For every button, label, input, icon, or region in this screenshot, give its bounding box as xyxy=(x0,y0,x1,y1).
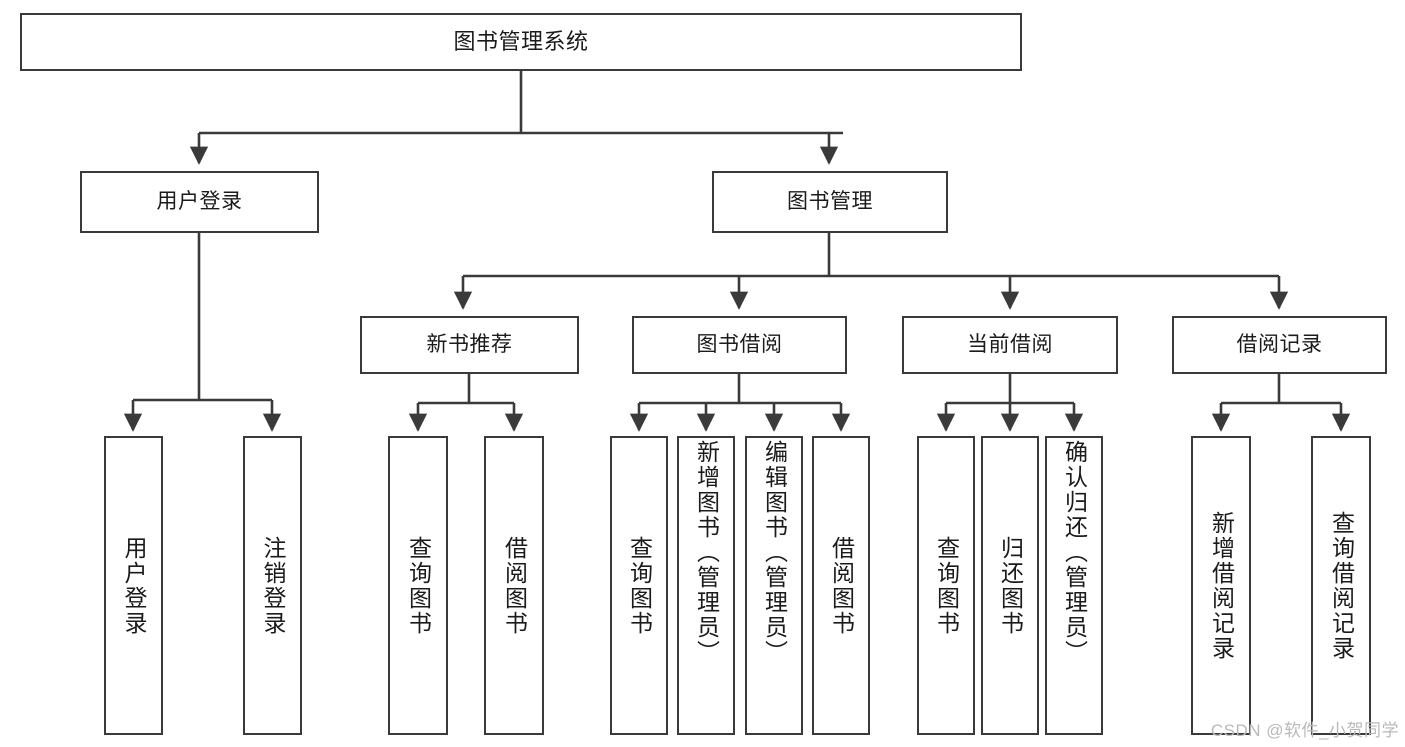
node-label: 新增图书（管理员） xyxy=(693,440,720,665)
node-label: 新书推荐 xyxy=(426,332,513,356)
leaf-user-login[interactable]: 用户登录 xyxy=(104,436,163,735)
node-label: 查询图书 xyxy=(405,535,432,636)
leaf-query-borrow-record[interactable]: 查询借阅记录 xyxy=(1311,436,1371,735)
node-current-borrow[interactable]: 当前借阅 xyxy=(902,316,1118,374)
node-new-book-recommend[interactable]: 新书推荐 xyxy=(360,316,579,374)
leaf-add-book-admin[interactable]: 新增图书（管理员） xyxy=(677,436,735,735)
node-label: 归还图书 xyxy=(997,535,1024,636)
node-user-login[interactable]: 用户登录 xyxy=(80,171,319,233)
node-label: 新增借阅记录 xyxy=(1208,510,1235,661)
node-label: 当前借阅 xyxy=(967,332,1053,356)
node-label: 编辑图书（管理员） xyxy=(761,440,788,665)
leaf-borrow-book-new[interactable]: 借阅图书 xyxy=(484,436,544,735)
node-book-management[interactable]: 图书管理 xyxy=(712,171,948,233)
node-label: 确认归还（管理员） xyxy=(1061,440,1088,665)
node-label: 借阅图书 xyxy=(501,535,528,636)
node-borrow-record[interactable]: 借阅记录 xyxy=(1172,316,1387,374)
leaf-logout[interactable]: 注销登录 xyxy=(243,436,302,735)
node-root-system[interactable]: 图书管理系统 xyxy=(20,13,1022,71)
leaf-query-book-new[interactable]: 查询图书 xyxy=(388,436,448,735)
leaf-confirm-return-admin[interactable]: 确认归还（管理员） xyxy=(1045,436,1103,735)
node-label: 图书管理系统 xyxy=(453,29,589,55)
node-label: 查询借阅记录 xyxy=(1328,510,1355,661)
node-label: 借阅记录 xyxy=(1236,332,1323,356)
watermark: CSDN @软件_小贺同学 xyxy=(1210,721,1399,740)
node-label: 查询图书 xyxy=(626,535,653,636)
node-label: 图书借阅 xyxy=(696,332,783,356)
leaf-query-book-borrow[interactable]: 查询图书 xyxy=(610,436,668,735)
node-label: 借阅图书 xyxy=(828,535,855,636)
leaf-return-book[interactable]: 归还图书 xyxy=(981,436,1039,735)
node-label: 查询图书 xyxy=(933,535,960,636)
node-label: 图书管理 xyxy=(787,189,873,213)
node-label: 注销登录 xyxy=(260,535,286,636)
node-label: 用户登录 xyxy=(121,535,147,636)
leaf-add-borrow-record[interactable]: 新增借阅记录 xyxy=(1191,436,1251,735)
node-label: 用户登录 xyxy=(156,189,243,213)
leaf-edit-book-admin[interactable]: 编辑图书（管理员） xyxy=(745,436,803,735)
leaf-query-book-current[interactable]: 查询图书 xyxy=(917,436,975,735)
node-book-borrow[interactable]: 图书借阅 xyxy=(632,316,847,374)
leaf-borrow-book[interactable]: 借阅图书 xyxy=(812,436,870,735)
